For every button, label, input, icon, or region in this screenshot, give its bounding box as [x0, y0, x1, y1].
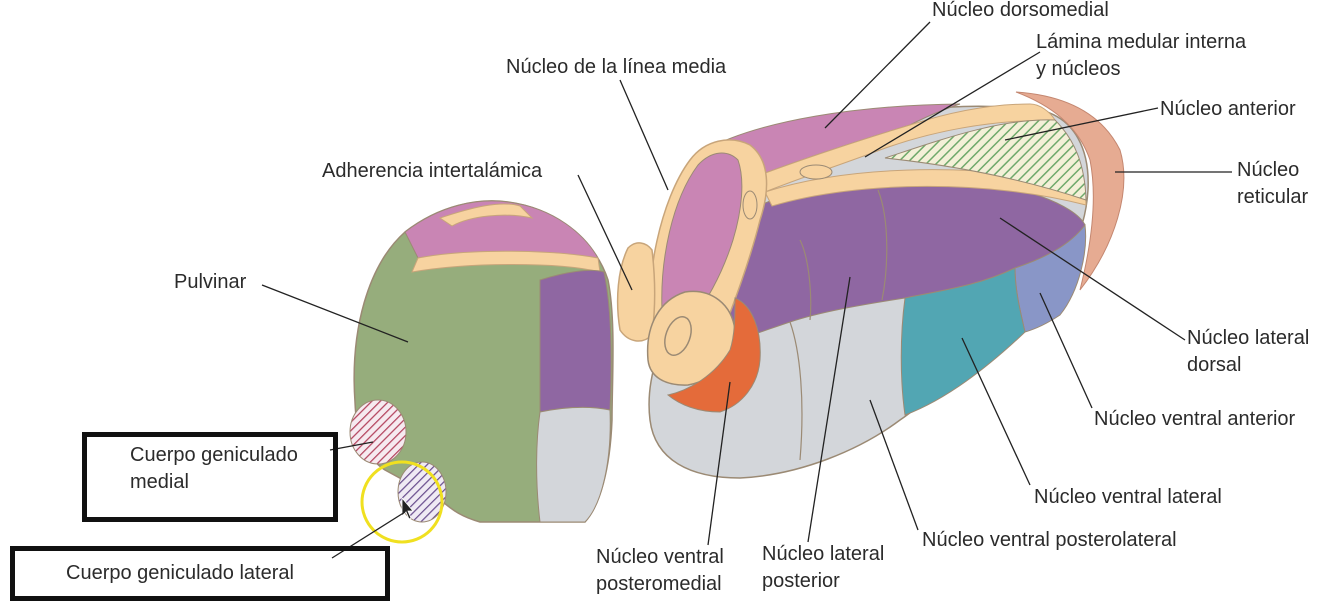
reticular-nucleus [1015, 91, 1125, 291]
label-pulvinar: Pulvinar [174, 271, 247, 293]
thalamus-body [616, 91, 1125, 479]
leader-vpl [869, 399, 919, 531]
cut-face-inner [664, 316, 692, 356]
leader-lamina [864, 51, 1041, 158]
leader-ventral-lateral [961, 337, 1031, 486]
lateral-geniculate-label-box [10, 546, 390, 601]
anterior-nucleus [884, 119, 1087, 201]
lamina-nucleus-oval [799, 164, 833, 180]
medial-geniculate-label-box [82, 432, 338, 522]
leader-vpm [707, 381, 731, 546]
ventral-posteromedial-nucleus [666, 297, 761, 413]
posterior-ventral-region [536, 406, 611, 523]
label-vpl: Núcleo ventral posterolateral [922, 529, 1177, 551]
leader-lateral-post [807, 276, 851, 543]
division-line-2 [799, 239, 812, 321]
posterior-lamina-top [438, 203, 534, 227]
label-lateral-geniculate: Cuerpo geniculado lateral [66, 562, 294, 584]
label-anterior: Núcleo anterior [1160, 98, 1296, 120]
leader-linea-media [619, 79, 669, 191]
division-line-1 [789, 321, 803, 461]
label-dorsomedial: Núcleo dorsomedial [932, 0, 1109, 21]
leader-lines [261, 21, 1232, 559]
division-line-3 [877, 189, 888, 301]
label-ventral-lateral: Núcleo ventral lateral [1034, 486, 1222, 508]
posterior-section [349, 200, 614, 544]
leader-adherencia [577, 174, 633, 291]
leader-pulvinar [261, 284, 409, 343]
internal-medullary-lamina [759, 103, 1056, 193]
leader-lateral-dorsal [999, 217, 1186, 341]
leader-ventral-anterior [1039, 292, 1093, 409]
midline-oval-small [742, 190, 758, 220]
cursor-icon [401, 496, 414, 520]
leader-anterior [1004, 107, 1159, 141]
interthalamic-adhesion [616, 242, 656, 342]
posterior-lateral-strip [539, 269, 612, 413]
highlight-circle [360, 460, 444, 544]
label-adherencia: Adherencia intertalámica [322, 160, 543, 182]
leader-dorsomedial [824, 21, 931, 129]
medial-geniculate-body [349, 399, 407, 465]
label-ventral-anterior: Núcleo ventral anterior [1094, 408, 1296, 430]
label-linea-media: Núcleo de la línea media [506, 56, 727, 78]
